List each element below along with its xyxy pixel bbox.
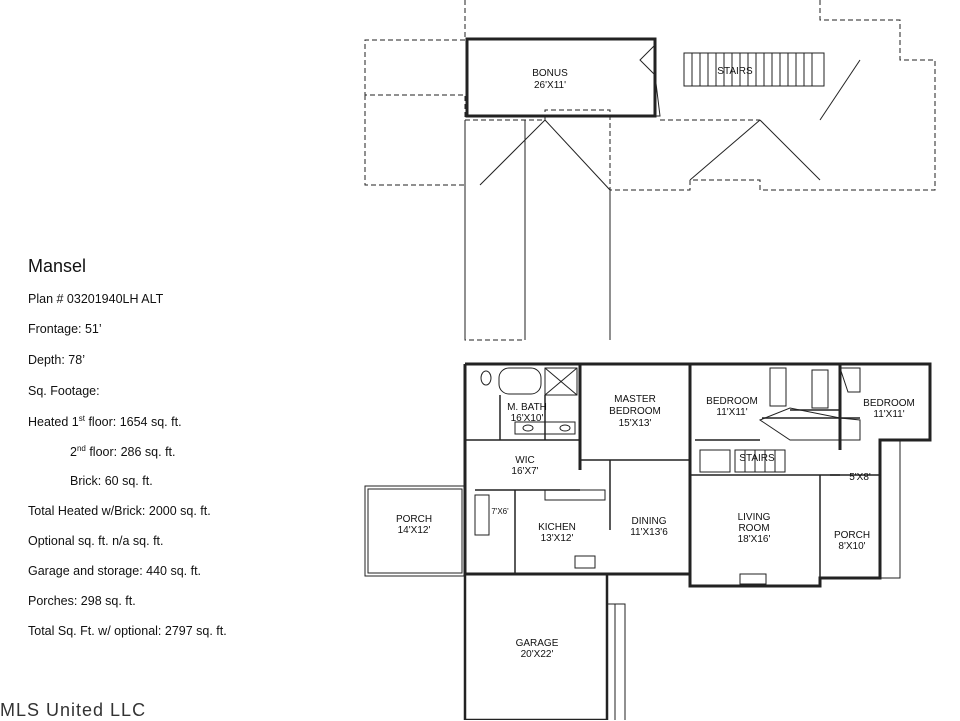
bedroom-1-size: 11'X11' <box>716 407 747 418</box>
utility-size: 7'X6' <box>491 507 509 516</box>
roof-lines <box>464 59 861 340</box>
bonus-room <box>465 37 661 118</box>
porches: Porches: 298 sq. ft. <box>28 594 136 608</box>
front-porch-label: PORCH <box>834 530 870 541</box>
depth: Depth: 78’ <box>28 353 85 367</box>
garage-storage: Garage and storage: 440 sq. ft. <box>28 564 202 578</box>
side-porch-label: PORCH <box>396 514 432 525</box>
dining-size: 11'X13'6 <box>630 527 668 538</box>
watermark: MLS United LLC <box>0 700 147 720</box>
heated-first-floor: Heated 1st floor: 1654 sq. ft. <box>28 414 182 430</box>
living-room-label: LIVING <box>738 512 771 523</box>
total-heated: Total Heated w/Brick: 2000 sq. ft. <box>28 504 211 518</box>
second-floor: 2nd floor: 286 sq. ft. <box>70 444 176 460</box>
frontage: Frontage: 51’ <box>28 322 102 336</box>
master-bedroom-size: 15'X13' <box>619 418 652 429</box>
bedroom-2-label: BEDROOM <box>863 398 915 409</box>
roof-plan <box>364 0 936 341</box>
entry-size: 5'X8' <box>849 472 871 483</box>
stairs-label: STAIRS <box>739 453 775 464</box>
master-bedroom-label: MASTER <box>614 394 656 405</box>
bedroom-1-label: BEDROOM <box>706 396 758 407</box>
plan-number: Plan # 03201940LH ALT <box>28 292 164 306</box>
side-porch-size: 14'X12' <box>398 525 431 536</box>
front-porch-size: 8'X10' <box>838 541 865 552</box>
dining-label: DINING <box>632 516 667 527</box>
wic-size: 16'X7' <box>511 466 538 477</box>
upper-stairs-label: STAIRS <box>717 66 753 77</box>
kitchen-size: 13'X12' <box>541 533 574 544</box>
wic-label: WIC <box>515 455 534 466</box>
front-porch <box>880 439 901 579</box>
brick: Brick: 60 sq. ft. <box>70 474 153 488</box>
garage-label: GARAGE <box>516 638 559 649</box>
living-room-size: 18'X16' <box>738 534 771 545</box>
garage <box>463 572 626 720</box>
bonus-room-label: BONUS <box>532 68 568 79</box>
plan-title: Mansel <box>28 256 87 276</box>
fixtures <box>474 367 861 585</box>
m-bath-label: M. BATH <box>507 402 547 413</box>
side-porch <box>364 485 466 577</box>
master-bedroom-label-2: BEDROOM <box>609 406 661 417</box>
kitchen-label: KICHEN <box>538 522 576 533</box>
living-room-label-2: ROOM <box>738 523 769 534</box>
bedroom-2-size: 11'X11' <box>873 409 904 420</box>
total-sqft: Total Sq. Ft. w/ optional: 2797 sq. ft. <box>28 624 227 638</box>
bonus-room-size: 26'X11' <box>534 80 566 91</box>
upper-stairs <box>683 52 825 87</box>
m-bath-size: 16'X10' <box>511 413 544 424</box>
optional-sqft: Optional sq. ft. n/a sq. ft. <box>28 534 164 548</box>
garage-size: 20'X22' <box>521 649 554 660</box>
sq-footage-heading: Sq. Footage: <box>28 384 100 398</box>
